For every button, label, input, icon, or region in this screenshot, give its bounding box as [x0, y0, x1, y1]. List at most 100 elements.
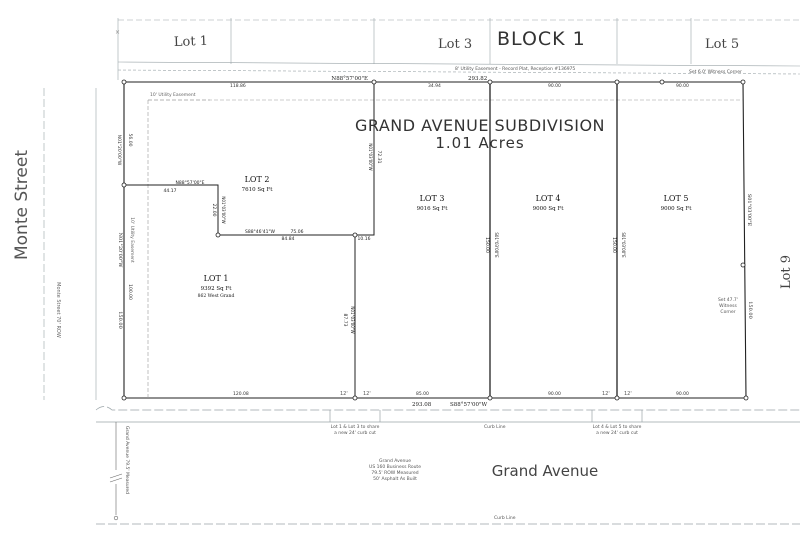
- curb-cut-note-b-1: Lot 4 & Lot 5 to share: [593, 424, 642, 430]
- adjacent-lot-9-label: Lot 9: [779, 255, 794, 289]
- lot-labels: LOT 1 9392 Sq Ft 862 West Grand LOT 2 76…: [198, 175, 693, 299]
- curb-cut-note-a-1: Lot 1 & Lot 3 to share: [331, 424, 380, 430]
- cut-gap-left-2: 12': [602, 391, 610, 397]
- curb-line-label-upper: Curb Line: [484, 424, 506, 430]
- corner-marker-icon: [487, 79, 493, 85]
- lot-2-outline: [124, 82, 375, 236]
- set-witness-corner-right-2: Witness: [719, 303, 737, 309]
- lot-2-distance-75: 75.06: [291, 229, 304, 235]
- corner-marker-icon: [371, 79, 377, 85]
- lot-2-area: 7610 Sq Ft: [242, 187, 274, 193]
- corner-marker-icon: [487, 395, 493, 401]
- grand-avenue-label: Grand Avenue: [492, 462, 599, 480]
- west-distance-100: 100.00: [127, 284, 133, 300]
- set-witness-corner-right-3: Corner: [720, 309, 735, 315]
- west-bearing: N01°20'00"W: [117, 233, 123, 269]
- lot-1-3-bearing: N01°03'00"W: [350, 306, 355, 333]
- lot-2-name: LOT 2: [245, 175, 270, 184]
- lot-5-name: LOT 5: [664, 194, 689, 203]
- corner-marker-icon: [740, 262, 746, 268]
- lot-5-area: 9000 Sq Ft: [661, 206, 693, 212]
- lot-3-4-bearing: S01°03'00"E: [494, 232, 499, 258]
- top-easement-note: 8' Utility Easement - Record Plat, Recep…: [455, 66, 575, 72]
- corner-marker-icon: [614, 79, 620, 85]
- curb-line-label-lower: Curb Line: [494, 515, 516, 521]
- south-distance-90a: 90.00: [548, 391, 561, 397]
- south-total-distance: 293.08: [412, 402, 432, 408]
- lot-2-distance-84: 84.84: [282, 236, 295, 242]
- lot-1-area: 9392 Sq Ft: [201, 286, 233, 292]
- lot-3-area: 9016 Sq Ft: [417, 206, 449, 212]
- set-witness-corner-right-1: Set 47.7': [718, 297, 738, 303]
- corner-marker-icon: [121, 395, 127, 401]
- grand-avenue-measured-label: Grand Avenue 79.5' Measured: [124, 426, 130, 494]
- grand-avenue-lines: [95, 406, 800, 525]
- north-distance-90b: 90.00: [676, 83, 689, 89]
- corner-markers: [121, 79, 749, 401]
- cut-gap-left: 12': [340, 391, 348, 397]
- grand-note-line-2: US 160 Business Route: [369, 464, 421, 470]
- monte-street-row-note: Monte Street 70' ROW: [55, 282, 61, 338]
- subdivision-title: GRAND AVENUE SUBDIVISION: [355, 116, 605, 135]
- inner-easement-top-note: 10' Utility Easement: [150, 92, 196, 98]
- block-1-area: [117, 18, 800, 80]
- grand-note-line-1: Grand Avenue: [379, 458, 411, 464]
- corner-marker-icon: [352, 395, 358, 401]
- grand-note-line-4: 50' Asphalt As Built: [373, 476, 417, 482]
- lot-2-west-bearing: N01°03'00"W: [221, 196, 226, 223]
- lot-1-3-distance: 87.73: [342, 314, 348, 327]
- corner-marker-icon: [352, 232, 358, 238]
- monte-street-label: Monte Street: [12, 150, 32, 260]
- cut-gap-right: 12': [363, 391, 371, 397]
- lot-4-area: 9000 Sq Ft: [533, 206, 565, 212]
- corner-marker-icon: [121, 182, 127, 188]
- lot-1-address: 862 West Grand: [198, 293, 235, 299]
- block-label: BLOCK 1: [497, 28, 586, 50]
- lot-3-4-distance: 150.00: [484, 237, 490, 253]
- utility-easement-lines: [147, 99, 743, 398]
- north-total-distance: 293.82: [468, 76, 487, 82]
- cut-gap-right-2: 12': [624, 391, 632, 397]
- north-bearing: N88°57'00"E: [331, 76, 368, 82]
- west-bearing-upper: N01°20'00"W: [116, 135, 122, 166]
- monte-street: [43, 88, 97, 400]
- west-distance-150: 150.00: [117, 311, 123, 329]
- corner-marker-icon: [121, 79, 127, 85]
- corner-marker-icon: [743, 395, 749, 401]
- lot-2-south-bearing: S88°46'41"W: [245, 229, 276, 235]
- curb-cut-note-b-2: a new 24' curb cut: [596, 430, 638, 436]
- lot-4-name: LOT 4: [536, 194, 561, 203]
- grand-avenue-measure: [109, 422, 123, 521]
- curb-cut-note-a-2: a new 24' curb cut: [334, 430, 376, 436]
- lot-2-north-distance: 44.17: [164, 188, 177, 194]
- lot-3-name: LOT 3: [420, 194, 445, 203]
- corner-marker-icon: [740, 79, 746, 85]
- north-distance-118: 118.86: [230, 83, 246, 89]
- block-line: [117, 61, 800, 67]
- center-top-distance: 72.31: [376, 151, 382, 164]
- south-distance-85: 85.00: [416, 391, 429, 397]
- x-tick-icon: ×: [115, 29, 120, 36]
- adjacent-lot-1-label: Lot 1: [174, 34, 209, 50]
- adjacent-lot-5-label: Lot 5: [705, 37, 739, 52]
- south-distance-120: 120.08: [233, 391, 249, 397]
- set-witness-corner-top: Set 6.0' Witness Corner: [689, 69, 742, 75]
- center-top-bearing: N01°03'00"W: [368, 143, 373, 170]
- north-distance-34: 34.94: [428, 83, 441, 89]
- easement-line-top: [117, 69, 800, 75]
- inner-easement-left-note: 10' Utility Easement: [129, 217, 135, 263]
- subdivision-acreage: 1.01 Acres: [435, 134, 524, 152]
- lot-4-5-bearing: S01°03'00"E: [621, 232, 626, 258]
- lot-1-name: LOT 1: [204, 274, 229, 283]
- lot-4-5-distance: 150.00: [611, 237, 617, 253]
- lot-2-west-distance: 22.00: [211, 204, 217, 217]
- east-distance-150: 150.00: [747, 301, 753, 319]
- corner-marker-icon: [659, 79, 665, 85]
- east-bearing: S01°03'00"E: [746, 194, 752, 227]
- corner-marker-icon: [215, 232, 221, 238]
- south-distance-90b: 90.00: [676, 391, 689, 397]
- south-bearing: S88°57'00"W: [450, 402, 488, 408]
- corner-marker-icon: [614, 395, 620, 401]
- west-distance-56: 56.00: [127, 134, 133, 147]
